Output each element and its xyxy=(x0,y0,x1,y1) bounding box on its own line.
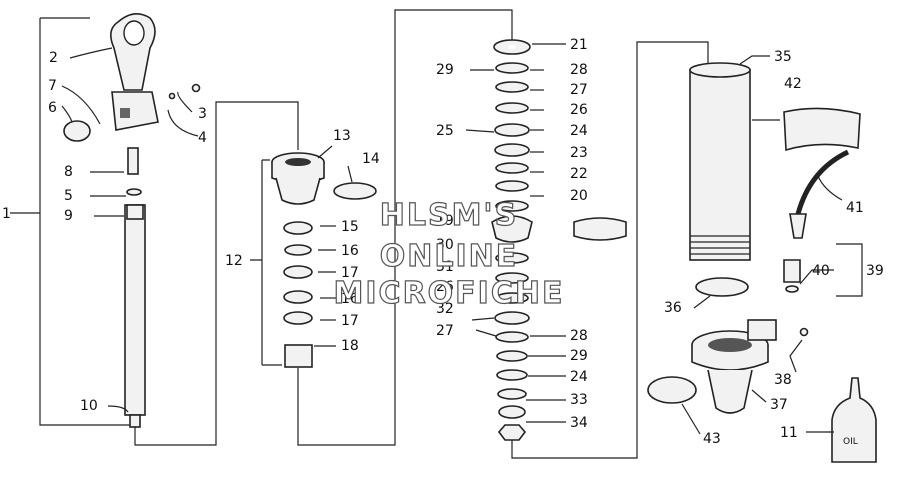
callout-18: 18 xyxy=(341,338,359,354)
callout-11: 11 xyxy=(780,425,798,441)
callout-10: 10 xyxy=(80,398,98,414)
callout-22: 22 xyxy=(570,166,588,182)
callout-12: 12 xyxy=(225,253,243,269)
callout-41: 41 xyxy=(846,200,864,216)
plate-43 xyxy=(647,376,697,404)
callout-36: 36 xyxy=(664,300,682,316)
ball-4 xyxy=(168,92,176,100)
callout-25: 25 xyxy=(436,123,454,139)
watermark-line-2: ONLINE xyxy=(380,239,519,274)
bracket-39 xyxy=(836,243,863,297)
callout-38: 38 xyxy=(774,372,792,388)
callout-37: 37 xyxy=(770,397,788,413)
callout-29b: 29 xyxy=(570,348,588,364)
watermark-line-1: HLSM'S xyxy=(380,198,518,233)
callout-29: 29 xyxy=(436,62,454,78)
oring-14 xyxy=(333,182,377,200)
callout-28: 28 xyxy=(570,62,588,78)
cylinder-tube-35 xyxy=(689,62,751,261)
callout-32: 32 xyxy=(436,301,454,317)
callout-42: 42 xyxy=(784,76,802,92)
piston-rod xyxy=(124,204,146,428)
callout-31: 31 xyxy=(436,259,454,275)
hose-41 xyxy=(795,149,850,215)
callout-24: 24 xyxy=(570,123,588,139)
callout-43: 43 xyxy=(703,431,721,447)
ball-3 xyxy=(191,83,201,93)
callout-2: 2 xyxy=(49,50,58,66)
callout-13: 13 xyxy=(333,128,351,144)
leader-lines xyxy=(61,43,843,435)
callout-17b: 17 xyxy=(341,313,359,329)
oring-36 xyxy=(695,277,749,297)
hose-fitting-41 xyxy=(789,213,807,239)
callout-6: 6 xyxy=(48,100,57,116)
callout-39: 39 xyxy=(866,263,884,279)
callout-30: 30 xyxy=(436,237,454,253)
callout-33: 33 xyxy=(570,392,588,408)
oring-39 xyxy=(785,285,799,293)
callout-23: 23 xyxy=(570,145,588,161)
callout-14: 14 xyxy=(362,151,380,167)
bearing-housing-13 xyxy=(271,152,325,205)
callout-8: 8 xyxy=(64,164,73,180)
callout-9: 9 xyxy=(64,208,73,224)
washer-stack-center xyxy=(491,39,533,441)
watermark-line-3: MICROFICHE xyxy=(334,276,565,311)
callout-labels: 1 2 3 4 5 6 7 8 9 10 11 12 13 14 15 16 1… xyxy=(2,37,884,447)
washer-stack-left xyxy=(283,221,313,368)
callout-16: 16 xyxy=(341,243,359,259)
callout-5: 5 xyxy=(64,188,73,204)
callout-20: 20 xyxy=(570,188,588,204)
group-bracket-left xyxy=(39,17,299,446)
callout-40: 40 xyxy=(812,263,830,279)
callout-1: 1 xyxy=(2,206,11,222)
callout-34: 34 xyxy=(570,415,588,431)
fitting-40 xyxy=(783,259,801,283)
oil-bottle-label: OIL xyxy=(843,437,858,447)
callout-17: 17 xyxy=(341,265,359,281)
callout-24b: 24 xyxy=(570,369,588,385)
grease-fitting-6 xyxy=(63,120,91,142)
spring-8 xyxy=(127,147,139,175)
callout-35: 35 xyxy=(774,49,792,65)
callout-4: 4 xyxy=(198,130,207,146)
group-bracket-right xyxy=(511,41,709,459)
watermark: HLSM'S ONLINE MICROFICHE xyxy=(333,197,565,311)
callout-16b: 16 xyxy=(341,291,359,307)
oil-bottle xyxy=(831,377,877,463)
callout-3: 3 xyxy=(198,106,207,122)
callout-21: 21 xyxy=(570,37,588,53)
ball-38 xyxy=(799,327,809,337)
decal-42 xyxy=(783,107,861,152)
callout-26: 26 xyxy=(570,102,588,118)
ring-20 xyxy=(573,217,627,241)
cylinder-base-37 xyxy=(691,319,777,414)
rod-end-eye xyxy=(110,13,159,131)
callout-27b: 27 xyxy=(436,323,454,339)
callout-7: 7 xyxy=(48,78,57,94)
callout-27: 27 xyxy=(570,82,588,98)
oring-5 xyxy=(126,188,142,196)
callout-28b: 28 xyxy=(570,328,588,344)
callout-15: 15 xyxy=(341,219,359,235)
bracket-12 xyxy=(250,159,282,366)
callout-26b: 26 xyxy=(436,279,454,295)
group-bracket-mid xyxy=(297,9,513,446)
callout-19: 19 xyxy=(436,213,454,229)
